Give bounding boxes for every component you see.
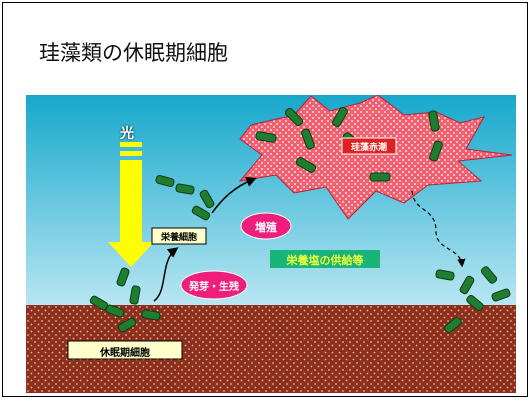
proliferation-label: 増殖: [255, 221, 277, 234]
dormant-cell-label: 休眠期細胞: [100, 348, 150, 359]
slide: 珪藻類の休眠期細胞: [2, 2, 528, 397]
curved-arrow-icon: [153, 247, 179, 302]
nutrient-supply-box: [270, 250, 380, 268]
diagram-scene: 光 栄養細胞 増殖 栄養塩の供給等 発芽・生残 休眠期細胞 珪藻赤潮: [26, 94, 516, 393]
dormant-cell-box: [67, 340, 183, 360]
red-tide-burst-icon: [238, 94, 513, 220]
page-title: 珪藻類の休眠期細胞: [39, 41, 228, 65]
red-tide-label-box: [341, 137, 397, 155]
light-label: 光: [120, 126, 134, 142]
nutrient-supply-label: 栄養塩の供給等: [286, 254, 364, 267]
germination-badge: [180, 270, 248, 300]
dashed-arrow-icon: [411, 190, 466, 268]
germination-label: 発芽・生残: [189, 282, 239, 293]
light-arrow-icon: [108, 142, 154, 267]
curved-arrow-icon: [211, 176, 257, 214]
diatom-cell-icon: [89, 106, 511, 334]
proliferation-badge: [240, 212, 292, 240]
red-tide-label: 珪藻赤潮: [350, 143, 387, 153]
vegetative-cell-label: 栄養細胞: [160, 233, 197, 243]
vegetative-cell-box: [151, 227, 207, 245]
diagram-canvas: [26, 94, 516, 393]
